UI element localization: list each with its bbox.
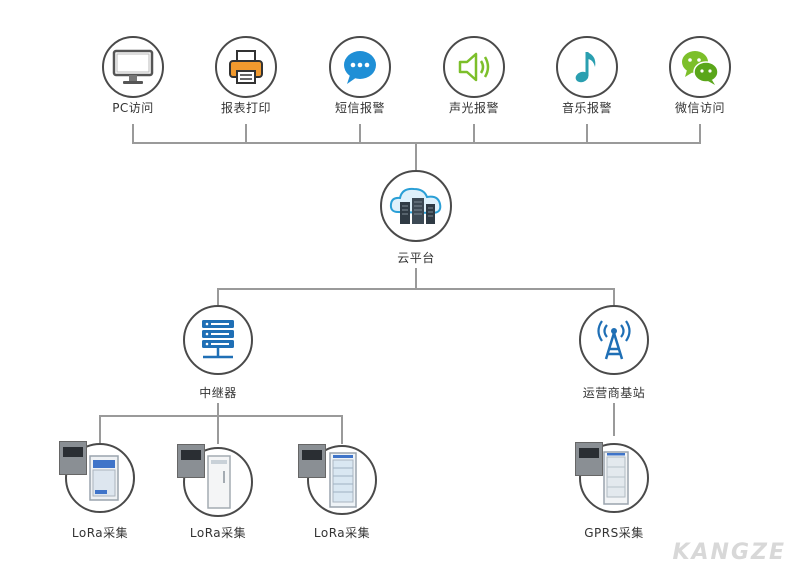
print-label: 报表打印 <box>220 101 272 115</box>
relay-label: 中继器 <box>199 386 237 400</box>
wechat-icon <box>682 51 719 85</box>
signal-tower-icon <box>597 320 631 360</box>
wechat-node <box>669 36 731 98</box>
cloud-label: 云平台 <box>397 251 435 265</box>
watermark-logo: KANGZE <box>672 540 786 565</box>
music-note-icon <box>575 52 596 83</box>
lora1-label: LoRa采集 <box>71 526 129 540</box>
tower-label: 运营商基站 <box>582 386 646 400</box>
gprs-controller-icon <box>575 442 603 476</box>
pc-label: PC访问 <box>112 101 154 115</box>
lora2-controller-icon <box>177 444 205 478</box>
lora3-node <box>307 445 377 515</box>
music-node <box>556 36 618 98</box>
pc-node <box>102 36 164 98</box>
sound-label: 声光报警 <box>448 101 500 115</box>
print-node <box>215 36 277 98</box>
gprs-label: GPRS采集 <box>584 526 644 540</box>
glass-door-fridge-icon <box>329 452 357 508</box>
bottom-bus-line <box>99 415 343 444</box>
speaker-icon <box>458 52 490 82</box>
sound-node <box>443 36 505 98</box>
lora1-controller-icon <box>59 441 87 475</box>
lora3-controller-icon <box>298 444 326 478</box>
sms-label: 短信报警 <box>334 101 386 115</box>
top-bus-line <box>132 124 701 144</box>
sms-node <box>329 36 391 98</box>
medical-fridge-icon <box>603 451 629 505</box>
middle-bus-line <box>217 288 615 306</box>
tower-node <box>579 305 649 375</box>
relay-node <box>183 305 253 375</box>
wechat-label: 微信访问 <box>674 101 726 115</box>
cloud-server-icon <box>389 187 442 224</box>
freezer-icon <box>89 455 119 501</box>
server-rack-icon <box>202 320 234 359</box>
monitor-icon <box>112 49 154 84</box>
lora2-label: LoRa采集 <box>189 526 247 540</box>
cloud-node <box>380 170 452 242</box>
printer-icon <box>229 50 263 84</box>
lora3-label: LoRa采集 <box>313 526 371 540</box>
music-label: 音乐报警 <box>561 101 613 115</box>
fridge-icon <box>207 455 231 509</box>
chat-bubble-icon <box>344 51 376 84</box>
